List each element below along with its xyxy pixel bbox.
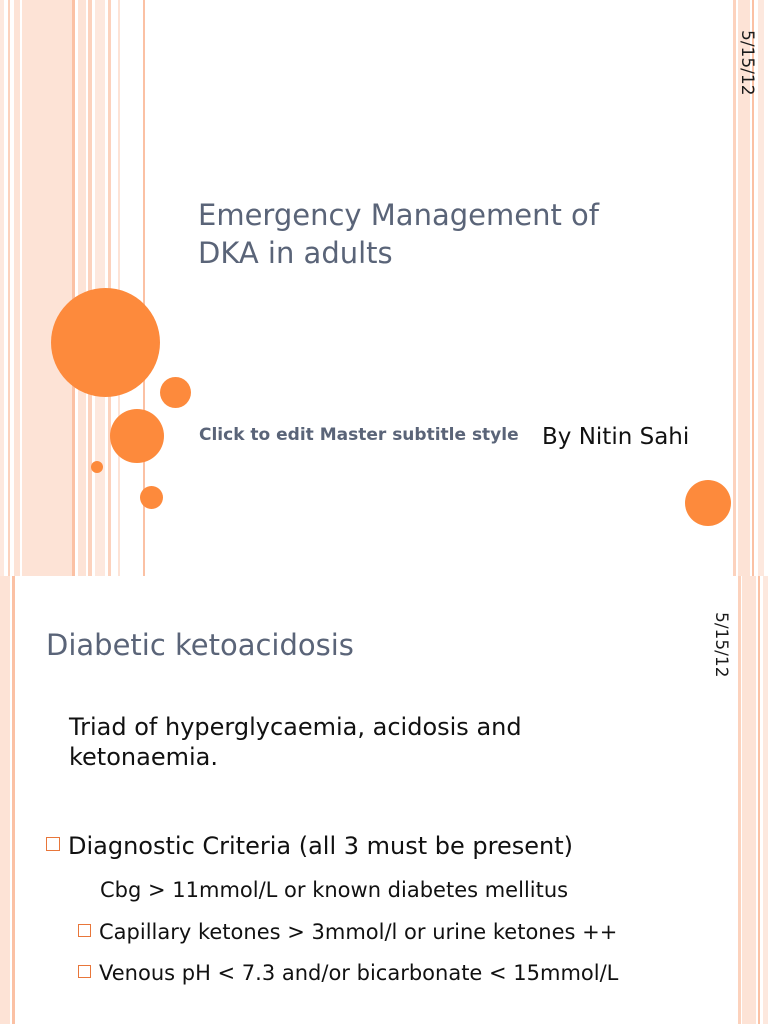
decorative-stripe — [763, 576, 768, 1024]
slide-title: Diabetic ketoacidosis — [46, 628, 354, 662]
bullet-text: Diagnostic Criteria (all 3 must be prese… — [68, 832, 574, 860]
decorative-stripe — [0, 0, 4, 576]
sub-bullet: Cbg > 11mmol/L or known diabetes mellitu… — [100, 878, 568, 902]
decorative-stripe — [22, 0, 72, 576]
square-bullet-icon — [46, 837, 60, 851]
square-bullet-icon — [78, 964, 91, 978]
decorative-stripe — [78, 0, 86, 576]
slide-title: Emergency Management of DKA in adults — [198, 198, 599, 270]
decorative-stripe — [88, 0, 92, 576]
decorative-circle — [51, 288, 160, 397]
author-name: By Nitin Sahi — [542, 424, 690, 450]
decorative-circle — [140, 486, 163, 509]
decorative-stripe — [738, 576, 741, 1024]
decorative-stripe — [758, 0, 764, 576]
decorative-stripe — [758, 576, 760, 1024]
sub-bullet: Venous pH < 7.3 and/or bicarbonate < 15m… — [78, 961, 618, 985]
title-slide: 5/15/12 Emergency Management of DKA in a… — [0, 0, 764, 576]
decorative-stripe — [733, 0, 736, 576]
bullet-text: Capillary ketones > 3mmol/l or urine ket… — [99, 920, 618, 944]
decorative-stripe — [12, 576, 15, 1024]
decorative-stripe — [8, 0, 10, 576]
decorative-stripe — [143, 0, 145, 576]
decorative-stripe — [72, 0, 75, 576]
decorative-circle — [110, 409, 164, 463]
decorative-stripe — [742, 576, 756, 1024]
decorative-stripe — [752, 0, 754, 576]
bullet-text: Cbg > 11mmol/L or known diabetes mellitu… — [100, 878, 569, 902]
square-bullet-icon — [78, 923, 91, 937]
decorative-circle — [160, 377, 191, 408]
content-slide: 5/15/12 Diabetic ketoacidosis Triad of h… — [0, 576, 768, 1024]
decorative-stripe — [738, 0, 750, 576]
decorative-stripe — [14, 0, 20, 576]
slide-date: 5/15/12 — [737, 30, 757, 96]
subtitle-placeholder: Click to edit Master subtitle style — [199, 425, 519, 445]
intro-text: Triad of hyperglycaemia, acidosis and ke… — [69, 713, 522, 771]
decorative-circle — [685, 480, 731, 526]
sub-bullet: Capillary ketones > 3mmol/l or urine ket… — [78, 920, 617, 944]
bullet-text: Venous pH < 7.3 and/or bicarbonate < 15m… — [99, 961, 619, 985]
slide-date: 5/15/12 — [711, 612, 731, 678]
decorative-stripe — [118, 0, 120, 576]
decorative-circle — [91, 461, 103, 473]
bullet-diagnostic-criteria: Diagnostic Criteria (all 3 must be prese… — [46, 832, 573, 860]
decorative-stripe — [0, 576, 10, 1024]
